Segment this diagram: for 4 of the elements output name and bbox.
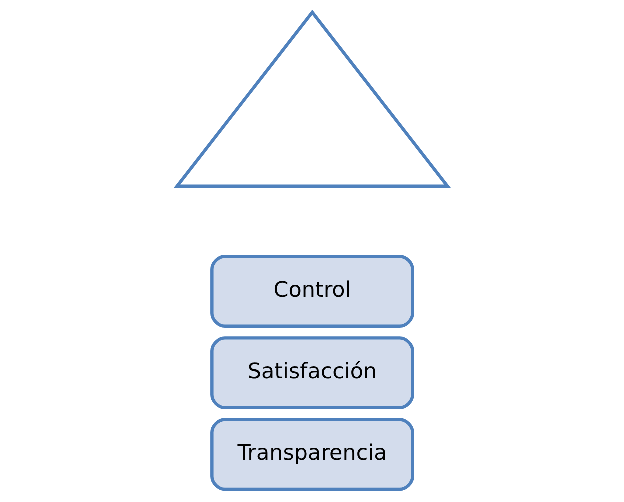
node-box: Transparencia xyxy=(210,418,414,492)
node-box: Control xyxy=(210,255,414,328)
node-box: Satisfacción xyxy=(210,336,414,410)
node-triangle xyxy=(174,10,450,188)
